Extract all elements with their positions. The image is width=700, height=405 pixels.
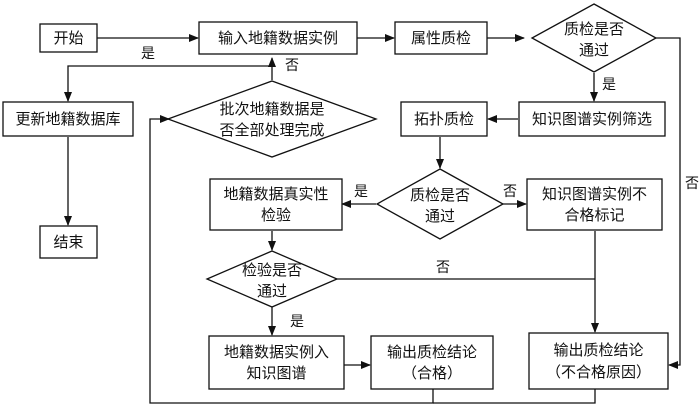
node-topo-check-label: 拓扑质检 xyxy=(414,110,474,128)
node-authenticity-line1: 地籍数据真实性 xyxy=(223,185,328,203)
label-verify-yes: 是 xyxy=(290,314,304,330)
node-end: 结束 xyxy=(39,225,98,259)
node-to-kg-line1: 地籍数据实例入 xyxy=(224,343,329,361)
node-start-label: 开始 xyxy=(53,29,83,47)
label-batch-no: 否 xyxy=(285,58,299,74)
node-authenticity-line2: 检验 xyxy=(261,206,291,224)
node-kg-filter-label: 知识图谱实例筛选 xyxy=(532,110,652,128)
node-to-kg-line2: 知识图谱 xyxy=(246,364,306,382)
node-batch-done-line1: 批次地籍数据是 xyxy=(219,100,324,118)
node-batch-done-line2: 否全部处理完成 xyxy=(219,121,324,139)
node-kg-mark-line2: 合格标记 xyxy=(564,206,624,224)
node-verify-pass-line2: 通过 xyxy=(257,282,287,300)
node-update-db-label: 更新地籍数据库 xyxy=(15,110,120,128)
label-attr-no: 否 xyxy=(685,176,699,192)
node-out-fail-line2: （不合格原因） xyxy=(546,363,651,381)
node-kg-mark-line1: 知识图谱实例不 xyxy=(542,185,647,203)
node-start: 开始 xyxy=(39,23,98,53)
node-out-pass-line1: 输出质检结论 xyxy=(387,343,477,361)
node-end-label: 结束 xyxy=(53,233,83,251)
node-input-label: 输入地籍数据实例 xyxy=(218,29,338,47)
node-attr-pass-line1: 质检是否 xyxy=(564,20,624,38)
node-attr-pass: 质检是否 通过 xyxy=(530,3,658,73)
node-out-fail-line1: 输出质检结论 xyxy=(553,341,643,359)
node-input: 输入地籍数据实例 xyxy=(198,21,358,55)
node-attr-pass-line2: 通过 xyxy=(579,41,609,59)
node-verify-pass: 检验是否 通过 xyxy=(205,250,339,308)
node-attr-check-label: 属性质检 xyxy=(411,29,471,47)
label-attr-yes: 是 xyxy=(602,77,616,93)
node-topo-pass-line1: 质检是否 xyxy=(410,186,470,204)
label-batch-yes: 是 xyxy=(141,46,155,62)
node-verify-pass-line1: 检验是否 xyxy=(242,261,302,279)
edge-outpass-loop xyxy=(149,115,434,404)
node-authenticity: 地籍数据真实性 检验 xyxy=(209,178,343,231)
node-update-db: 更新地籍数据库 xyxy=(2,101,134,137)
node-out-fail: 输出质检结论 （不合格原因） xyxy=(528,332,669,390)
node-out-pass: 输出质检结论 （合格） xyxy=(370,335,494,390)
edges xyxy=(64,34,681,404)
edge-outfail-loop xyxy=(433,389,596,404)
edge-attrpass-no-outfail xyxy=(656,37,681,369)
node-out-pass-line2: （合格） xyxy=(402,364,462,382)
node-kg-mark: 知识图谱实例不 合格标记 xyxy=(526,178,663,231)
node-to-kg: 地籍数据实例入 知识图谱 xyxy=(208,335,345,390)
label-topo-no: 否 xyxy=(503,184,517,200)
node-batch-done: 批次地籍数据是 否全部处理完成 xyxy=(166,80,378,158)
label-topo-yes: 是 xyxy=(354,184,368,200)
node-topo-pass: 质检是否 通过 xyxy=(375,168,505,240)
label-verify-no: 否 xyxy=(436,260,450,276)
node-attr-check: 属性质检 xyxy=(394,21,488,55)
edge-labels: 是 否 是 否 是 否 否 是 xyxy=(141,46,699,330)
edge-batchdone-yes-update xyxy=(64,65,272,102)
node-topo-pass-line2: 通过 xyxy=(425,207,455,225)
node-kg-filter: 知识图谱实例筛选 xyxy=(518,101,666,137)
node-topo-check: 拓扑质检 xyxy=(400,101,488,137)
